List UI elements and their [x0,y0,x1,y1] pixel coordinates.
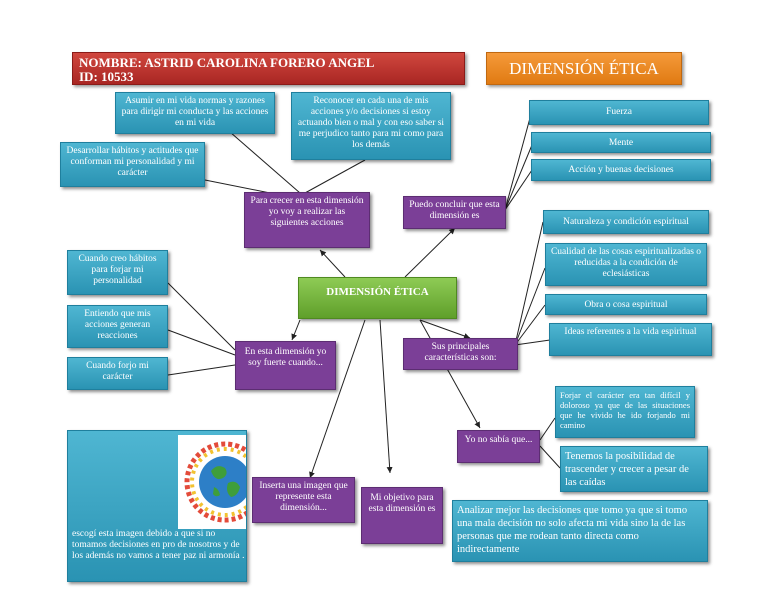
detail-asumir: Asumir en mi vida normas y razones para … [115,92,275,134]
detail-obra: Obra o cosa espiritual [545,294,707,315]
detail-reconocer: Reconocer en cada una de mis acciones y/… [291,92,451,160]
detail-naturaleza: Naturaleza y condición espiritual [543,210,709,234]
page-title: DIMENSIÓN ÉTICA [486,52,682,85]
node-concluir: Puedo concluir que esta dimensión es [403,196,506,229]
node-caracteristicas: Sus principales características son: [403,338,518,370]
detail-tenemos: Tenemos la posibilidad de trascender y c… [560,446,708,492]
node-no-sabia: Yo no sabía que... [457,430,540,463]
student-header: NOMBRE: ASTRID CAROLINA FORERO ANGEL ID:… [72,52,465,85]
image-caption: escogí esta imagen debido a que si no to… [72,529,245,561]
student-name: NOMBRE: ASTRID CAROLINA FORERO ANGEL [79,55,375,70]
detail-cualidad: Cualidad de las cosas espiritualizadas o… [545,243,707,286]
detail-forjo: Cuando forjo mi carácter [67,357,168,390]
detail-entiendo: Entiendo que mis acciones generan reacci… [67,305,168,348]
detail-habitos: Desarrollar hábitos y actitudes que conf… [60,142,205,187]
image-panel: escogí esta imagen debido a que si no to… [67,430,247,582]
globe-children-image [178,435,246,529]
detail-accion: Acción y buenas decisiones [531,159,711,181]
node-objetivo: Mi objetivo para esta dimensión es [361,487,443,544]
detail-mente: Mente [531,132,711,153]
node-fuerte: En esta dimensión yo soy fuerte cuando..… [235,341,336,390]
node-crecer: Para crecer en esta dimensión yo voy a r… [244,192,370,248]
detail-cuando-creo: Cuando creo hábitos para forjar mi perso… [67,250,168,295]
center-node: DIMENSIÓN ÉTICA [298,277,457,319]
student-id: ID: 10533 [79,69,134,84]
detail-analizar: Analizar mejor las decisiones que tomo y… [452,500,708,562]
detail-fuerza: Fuerza [529,100,709,125]
detail-forjar: Forjar el carácter era tan difícil y dol… [555,386,695,438]
detail-ideas: Ideas referentes a la vida espiritual [549,323,712,356]
node-imagen: Inserta una imagen que represente esta d… [252,477,355,523]
